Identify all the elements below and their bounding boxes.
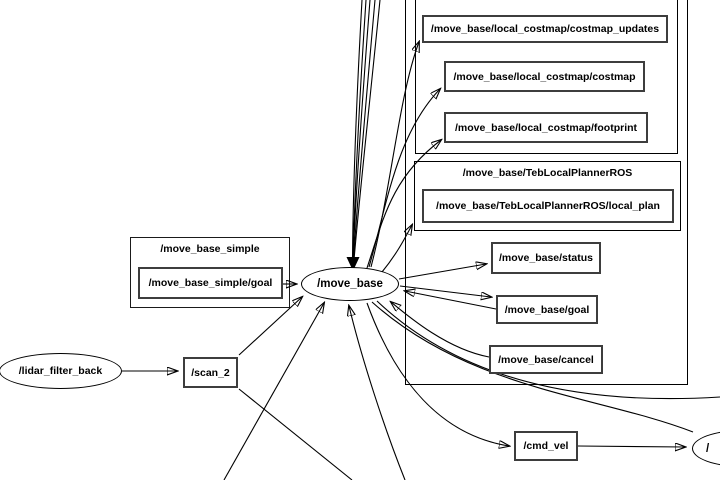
edge-goal-to-move-base: [405, 291, 497, 310]
edge-move-base-to-costmap-updates: [370, 42, 419, 268]
edge-bundle-top-into-move-base: [346, 0, 381, 271]
group-local-costmap: [415, 0, 678, 154]
edge-move-base-to-right-ellipse: [371, 301, 694, 433]
edge-move-base-to-status: [398, 264, 486, 280]
edge-scan2-to-move-base: [238, 297, 302, 356]
edge-scan2-down-offscreen: [238, 388, 353, 480]
edge-move-base-to-right-offscreen: [376, 300, 720, 400]
edge-bottom-left-to-move-base: [223, 303, 324, 480]
group-move-base-simple: /move_base_simple: [130, 237, 290, 308]
edge-move-base-to-cmd-vel: [366, 302, 509, 446]
group-move-base-namespace: [405, 0, 688, 385]
edge-cmd-vel-to-right-ellipse: [577, 446, 685, 447]
arrowhead-into-move-base-top: [346, 257, 360, 271]
edge-bottom-to-move-base: [349, 306, 406, 480]
edge-cancel-to-move-base: [391, 302, 490, 358]
group-move-base-simple-label: /move_base_simple: [160, 243, 260, 255]
edge-move-base-to-goal: [399, 285, 491, 297]
edge-move-base-to-footprint: [366, 140, 441, 269]
group-teb-local-planner-label: /move_base/TebLocalPlannerROS: [462, 167, 633, 179]
edge-move-base-to-local-plan: [381, 225, 412, 273]
group-teb-local-planner: /move_base/TebLocalPlannerROS: [414, 161, 681, 231]
